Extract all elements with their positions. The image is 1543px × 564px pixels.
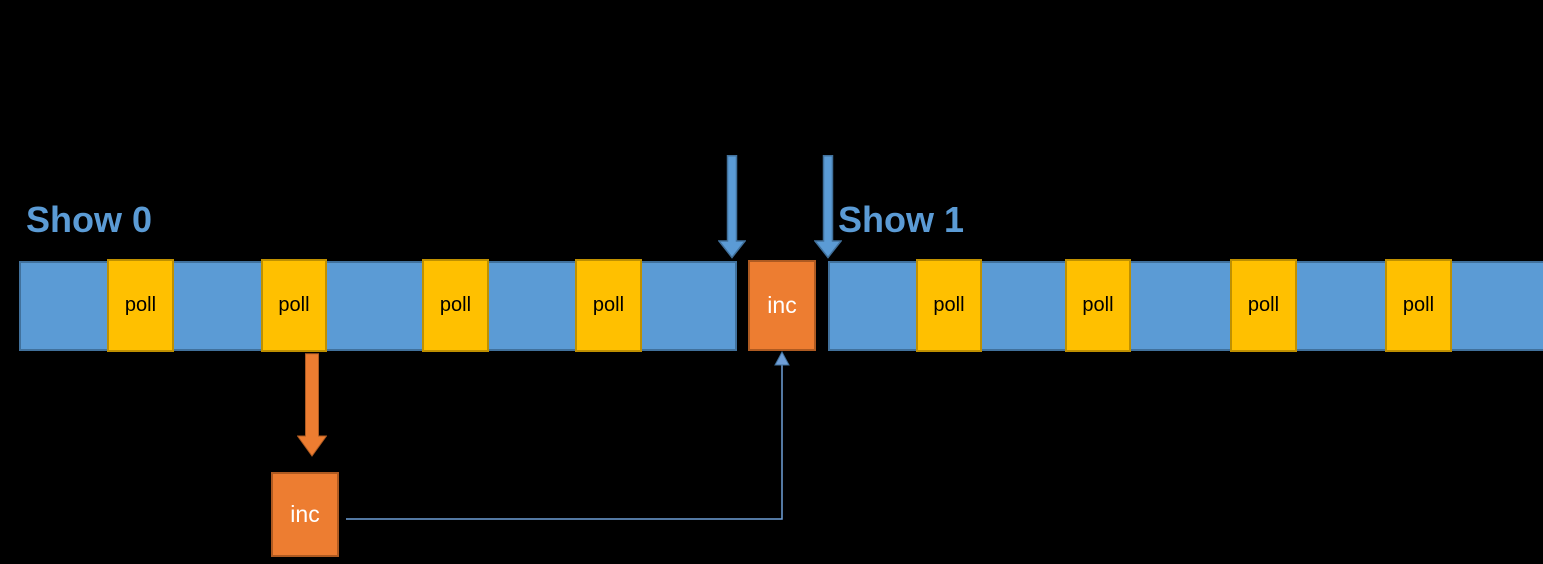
poll-block: poll xyxy=(916,259,982,352)
poll-block: poll xyxy=(261,259,327,352)
poll-block: poll xyxy=(1385,259,1452,352)
poll-block: poll xyxy=(107,259,174,352)
poll-label: poll xyxy=(1082,294,1114,316)
poll-block: poll xyxy=(1065,259,1131,352)
poll-label: poll xyxy=(1247,294,1280,316)
poll-label: poll xyxy=(278,294,310,316)
poll-block: poll xyxy=(575,259,642,352)
inc-timeline-label: inc xyxy=(767,292,797,318)
show-0-label: Show 0 xyxy=(26,199,153,240)
inc-block-detail: inc xyxy=(271,472,339,557)
poll-to-inc-arrow-icon xyxy=(297,353,327,457)
inc-connector-arrow-icon xyxy=(346,350,790,520)
inc-detail-label: inc xyxy=(290,501,320,527)
inc-block-timeline: inc xyxy=(748,260,816,351)
show-1-label: Show 1 xyxy=(838,199,965,240)
down-arrow-show1-start-icon xyxy=(814,155,842,259)
poll-label: poll xyxy=(933,294,965,316)
down-arrow-show0-end-icon xyxy=(718,155,746,259)
poll-label: poll xyxy=(439,294,472,316)
poll-block: poll xyxy=(422,259,489,352)
poll-label: poll xyxy=(1402,294,1435,316)
poll-label: poll xyxy=(124,294,157,316)
poll-label: poll xyxy=(592,294,625,316)
poll-block: poll xyxy=(1230,259,1297,352)
